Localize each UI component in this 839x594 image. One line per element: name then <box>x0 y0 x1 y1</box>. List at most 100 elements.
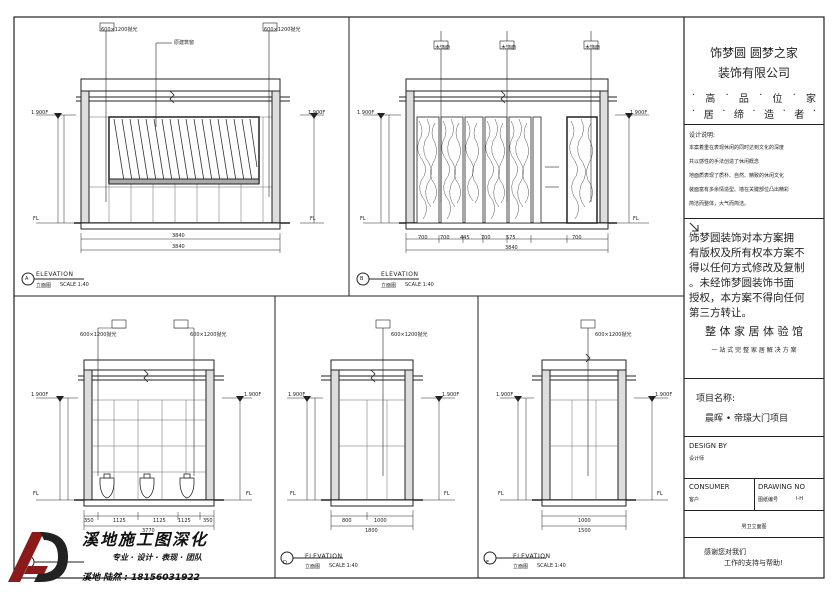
level-floor-b-r: FL <box>633 216 639 222</box>
slogan-char: · <box>722 106 726 117</box>
view-title-e: ELEVATION <box>513 553 551 560</box>
copyright-line: 授权，本方案不得向任何 <box>689 292 805 304</box>
level-floor-b: FL <box>360 216 366 222</box>
project-name: 晨晖 • 帝璟大门项目 <box>705 414 789 424</box>
dim-e1: 1000 <box>578 518 591 524</box>
design-notes: 本案着重在表现休闲的同时达到文化的深度共以感性的手法创造了休闲概念地面质表现了质… <box>689 141 821 211</box>
level-top-e-r: 1.900F <box>655 392 673 398</box>
slogan-char: 高 <box>705 94 716 105</box>
copyright-line: 饰梦圆装饰对本方案拥 <box>689 232 794 244</box>
dim-b2: 700 <box>440 235 450 241</box>
tag-a1: 600×1200抛光 <box>101 27 138 33</box>
dim-b6: 700 <box>572 235 582 241</box>
slogan-row-1: ·高·品·位·家 <box>692 90 816 105</box>
sheet-name: 男卫立面图 <box>741 524 767 530</box>
copyright-line: 第三方转让。 <box>689 307 752 319</box>
tag-b3: 木饰面 <box>585 45 601 51</box>
level-top-d: 1.900F <box>288 392 306 398</box>
tag-a2: 600×1200抛光 <box>264 27 301 33</box>
slogan-char: · <box>692 106 696 117</box>
design-note-line: 本案着重在表现休闲的同时达到文化的深度 <box>689 145 785 151</box>
dim-b4: 700 <box>481 235 491 241</box>
design-by-label: DESIGN BY <box>689 442 727 450</box>
dim-c6: 3770 <box>142 528 155 534</box>
level-floor-c: FL <box>33 491 39 497</box>
callout-a: 原建筑窗 <box>174 40 195 46</box>
dim-a1: 3840 <box>172 233 185 239</box>
one-stop-solution: 一 站 式 完 整 家 居 解 决 方 案 <box>711 347 797 354</box>
slogan-char: 家 <box>805 94 816 105</box>
level-top-c: 1.900F <box>31 392 49 398</box>
watermark-contact: 溪地 陆然 : 18156031922 <box>82 573 200 583</box>
slogan-char: · <box>692 90 696 101</box>
view-id-a: A <box>25 276 29 282</box>
tb-divider-6 <box>684 510 824 511</box>
view-sub-e: 立面图 <box>513 564 529 570</box>
view-id-e: E <box>486 560 490 566</box>
dim-c1: 350 <box>84 518 94 524</box>
design-note-line: 装面富有多余情造型。墙在关键部位凸出精彩 <box>689 187 790 193</box>
view-scale-e: SCALE 1:40 <box>537 563 566 569</box>
slogan-char: 缔 <box>733 110 744 121</box>
level-top-e: 1.900F <box>496 392 514 398</box>
slogan-char: · <box>752 106 756 117</box>
copyright-notice: 饰梦圆装饰对本方案拥有版权及所有权本方案不得以任何方式修改及复制。未经饰梦圆装饰… <box>689 231 823 321</box>
view-sub-b: 立面图 <box>381 283 397 289</box>
level-top-d-r: 1.900F <box>442 392 460 398</box>
copyright-line: 得以任何方式修改及复制 <box>689 262 805 274</box>
dim-b3: 445 <box>460 235 470 241</box>
elevation-view-a <box>21 22 324 286</box>
slogan-char: 居 <box>703 110 714 121</box>
level-floor-c-r: FL <box>246 491 252 497</box>
drawing-no-label: DRAWING NO <box>758 483 805 491</box>
tb-divider-3 <box>684 378 824 379</box>
slogan-char: · <box>725 90 729 101</box>
company-line-1: 饰梦圆 圆梦之家 <box>710 46 798 60</box>
slogan-row-2: ·居·缔·造·者· <box>692 106 816 121</box>
dim-e2: 1500 <box>578 528 591 534</box>
tag-b2: 木饰面 <box>501 45 517 51</box>
copyright-line: 有版权及所有权本方案不 <box>689 247 805 259</box>
thanks-line-2: 工作的支持与帮助! <box>724 559 783 567</box>
view-scale-b: SCALE 1:40 <box>405 282 434 288</box>
dim-b5: 575 <box>506 235 516 241</box>
tag-c2: 600×1200抛光 <box>190 332 227 338</box>
tag-c1: 600×1200抛光 <box>80 332 117 338</box>
tb-divider-7 <box>684 537 824 538</box>
slogan-char: · <box>792 90 796 101</box>
copyright-line: 。未经饰梦圆装饰书面 <box>689 277 794 289</box>
drawing-no-value: I-H <box>796 496 804 502</box>
tb-vertical-divider <box>754 478 755 510</box>
level-floor-e: FL <box>498 491 504 497</box>
slogan-char: 者 <box>794 110 805 121</box>
design-note-line: 地面质表现了质朴、自然、精致的休闲文化 <box>689 173 785 179</box>
project-label: 项目名称: <box>696 394 736 404</box>
thanks-line-1: 感谢您对我们 <box>704 548 746 556</box>
dim-c4: 1125 <box>178 518 191 524</box>
elevation-view-c <box>21 319 252 569</box>
slogan-char: 品 <box>738 94 749 105</box>
view-sub-a: 立面图 <box>36 283 52 289</box>
level-floor-a-r: FL <box>310 216 316 222</box>
level-floor-a: FL <box>33 216 39 222</box>
elevation-view-e <box>483 319 668 565</box>
consumer-label: CONSUMER <box>689 483 730 491</box>
level-floor-d-r: FL <box>444 491 450 497</box>
level-floor-e-r: FL <box>657 491 663 497</box>
design-note-line: 简洁而整体，大气而简洁。 <box>689 201 750 207</box>
slogan-char: · <box>812 106 816 117</box>
elevation-view-d <box>280 319 455 565</box>
tag-e1: 600×1200抛光 <box>595 332 632 338</box>
dim-c3: 1125 <box>153 518 166 524</box>
view-sub-d: 立面图 <box>305 564 321 570</box>
level-top-a-r: 1.900F <box>308 110 326 116</box>
level-top-b-r: 1.900F <box>630 110 648 116</box>
slogan-char: 造 <box>764 110 775 121</box>
watermark-tagline: 专业 · 设计 · 表现 · 团队 <box>112 553 202 562</box>
view-scale-a: SCALE 1:40 <box>60 282 89 288</box>
view-title-a: ELEVATION <box>36 271 74 278</box>
customer-label: 客户 <box>689 497 700 503</box>
dim-c5: 350 <box>203 518 213 524</box>
